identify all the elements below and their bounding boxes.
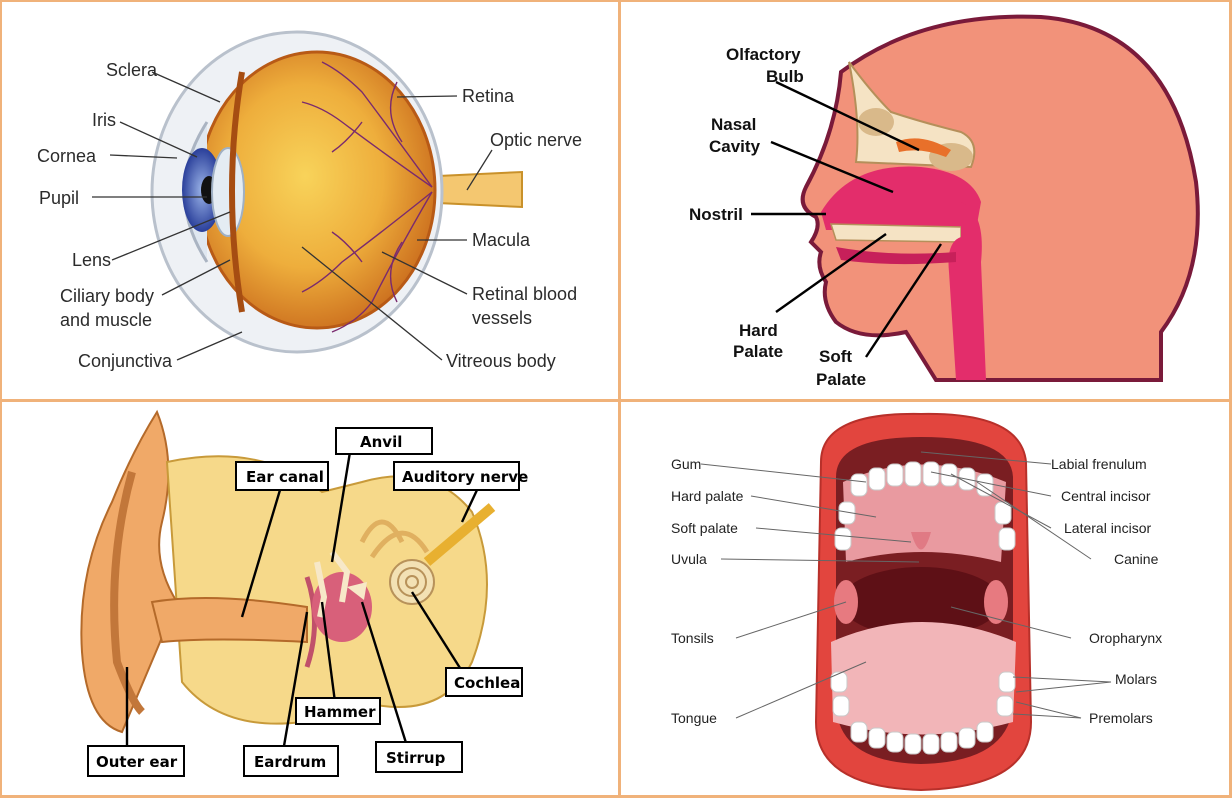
label-retinal-blood-vessels-line1: Retinal blood xyxy=(472,284,577,304)
hard-palate-shape xyxy=(831,224,961,242)
label-cochlea: Cochlea xyxy=(454,674,520,692)
label-central-incisor: Central incisor xyxy=(1061,488,1151,504)
ear-diagram-panel: Anvil Ear canal Auditory nerve Cochlea H… xyxy=(2,402,618,795)
label-auditory-nerve: Auditory nerve xyxy=(402,468,528,486)
label-hard-palate-line2: Palate xyxy=(733,342,783,361)
label-tongue: Tongue xyxy=(671,710,717,726)
label-iris: Iris xyxy=(92,110,116,130)
label-hammer: Hammer xyxy=(304,703,376,721)
label-soft-palate-line1: Soft xyxy=(819,347,852,366)
ear-diagram: Anvil Ear canal Auditory nerve Cochlea H… xyxy=(2,402,618,795)
label-macula: Macula xyxy=(472,230,531,250)
label-nostril: Nostril xyxy=(689,205,743,224)
label-sclera: Sclera xyxy=(106,60,158,80)
label-eardrum: Eardrum xyxy=(254,753,326,771)
tonsil-right xyxy=(984,580,1008,624)
eye-diagram: Sclera Iris Cornea Pupil Lens Ciliary bo… xyxy=(2,2,618,399)
label-optic-nerve: Optic nerve xyxy=(490,130,582,150)
tongue-shape xyxy=(831,622,1016,735)
ear-canal-shape xyxy=(152,598,307,642)
label-labial-frenulum: Labial frenulum xyxy=(1051,456,1147,472)
label-canine: Canine xyxy=(1114,551,1159,567)
label-conjunctiva: Conjunctiva xyxy=(78,351,173,371)
label-ciliary-body-line1: Ciliary body xyxy=(60,286,154,306)
lens-shape xyxy=(212,148,244,236)
label-ciliary-body-line2: and muscle xyxy=(60,310,152,330)
label-outer-ear: Outer ear xyxy=(96,753,178,771)
label-olfactory-bulb-line2: Bulb xyxy=(766,67,804,86)
nose-diagram: Olfactory Bulb Nasal Cavity Nostril Hard… xyxy=(621,2,1229,399)
eye-diagram-panel: Sclera Iris Cornea Pupil Lens Ciliary bo… xyxy=(2,2,618,399)
mouth-diagram-panel: Gum Hard palate Soft palate Uvula Tonsil… xyxy=(621,402,1229,795)
label-premolars: Premolars xyxy=(1089,710,1153,726)
nose-diagram-panel: Olfactory Bulb Nasal Cavity Nostril Hard… xyxy=(621,2,1229,399)
mouth-diagram: Gum Hard palate Soft palate Uvula Tonsil… xyxy=(621,402,1229,795)
sinus-cavity-1 xyxy=(858,108,894,136)
label-soft-palate-line2: Palate xyxy=(816,370,866,389)
label-hard-palate: Hard palate xyxy=(671,488,744,504)
label-olfactory-bulb-line1: Olfactory xyxy=(726,45,801,64)
cochlea-shape xyxy=(390,560,434,604)
label-hard-palate-line1: Hard xyxy=(739,321,778,340)
label-lens: Lens xyxy=(72,250,111,270)
label-gum: Gum xyxy=(671,456,701,472)
label-soft-palate: Soft palate xyxy=(671,520,738,536)
label-molars: Molars xyxy=(1115,671,1157,687)
label-nasal-cavity-line2: Cavity xyxy=(709,137,761,156)
label-oropharynx: Oropharynx xyxy=(1089,630,1162,646)
label-nasal-cavity-line1: Nasal xyxy=(711,115,756,134)
label-tonsils: Tonsils xyxy=(671,630,714,646)
label-vitreous-body: Vitreous body xyxy=(446,351,556,371)
label-stirrup: Stirrup xyxy=(386,749,446,767)
label-pupil: Pupil xyxy=(39,188,79,208)
label-anvil: Anvil xyxy=(360,433,402,451)
label-retina: Retina xyxy=(462,86,515,106)
label-ear-canal: Ear canal xyxy=(246,468,324,486)
label-retinal-blood-vessels-line2: vessels xyxy=(472,308,532,328)
label-lateral-incisor: Lateral incisor xyxy=(1064,520,1151,536)
label-uvula: Uvula xyxy=(671,551,707,567)
label-cornea: Cornea xyxy=(37,146,97,166)
